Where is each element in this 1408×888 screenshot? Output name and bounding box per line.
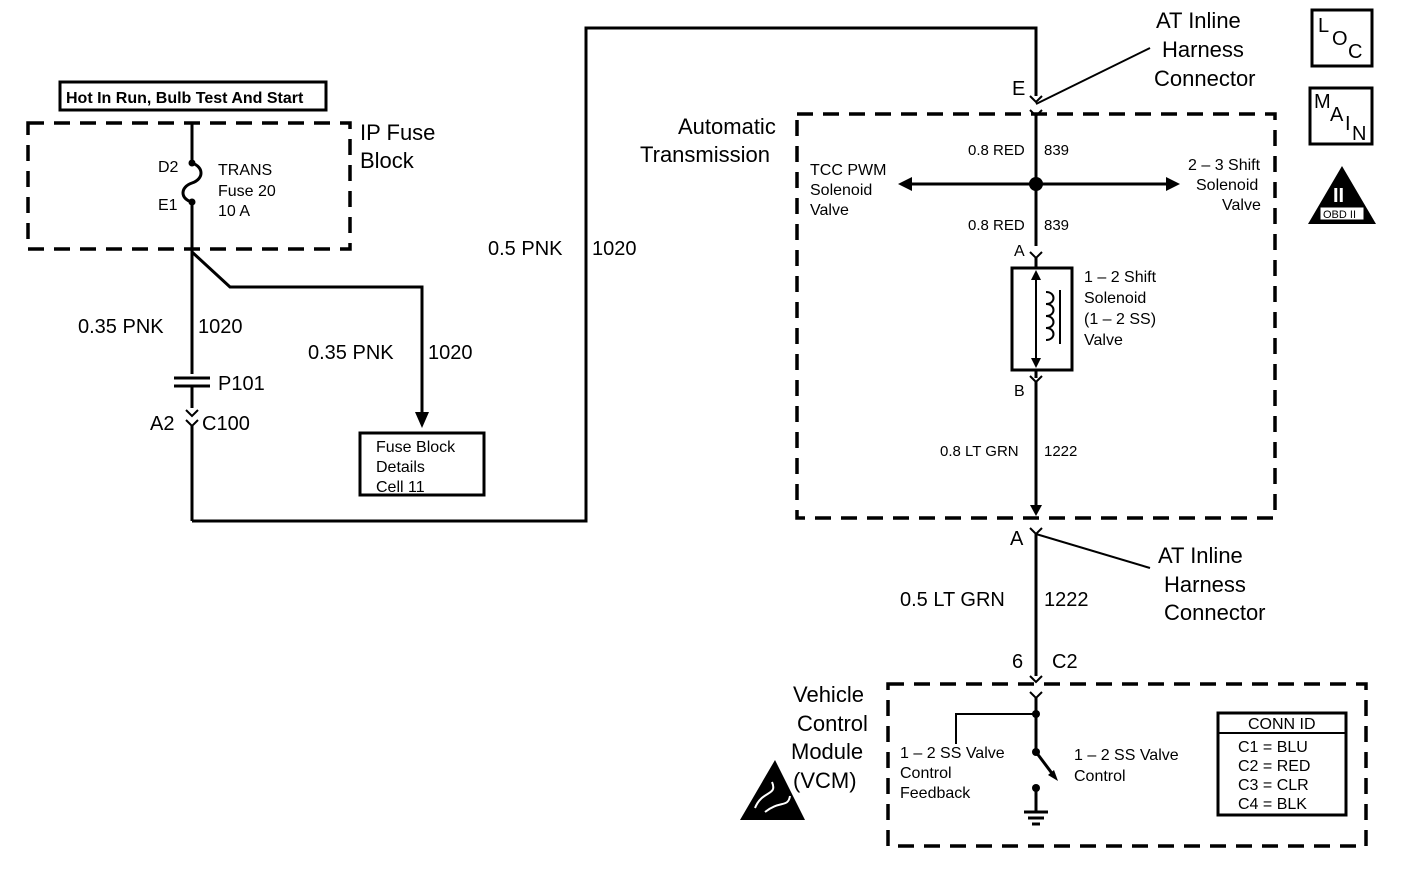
power-source-text: Hot In Run, Bulb Test And Start xyxy=(66,90,304,107)
conn-id-row: C1 = BLU xyxy=(1238,739,1308,756)
loc-icon-letter: L xyxy=(1318,15,1329,37)
wire-green-inner-size: 0.8 LT GRN xyxy=(940,443,1019,460)
splice-label: P101 xyxy=(218,373,265,395)
at-connector-bottom-pin: A xyxy=(1010,528,1024,550)
fuse-block-details-line1: Fuse Block xyxy=(376,439,456,456)
vcm-label-1: Vehicle xyxy=(793,682,864,707)
shift12-solenoid-symbol xyxy=(1010,251,1074,384)
wire-to-tcc-valve xyxy=(898,177,1036,191)
vcm-control-line2: Control xyxy=(1074,768,1126,785)
fuse-block-details-line2: Details xyxy=(376,459,425,476)
automatic-transmission-label-2: Transmission xyxy=(640,142,770,167)
shift23-valve-line3: Valve xyxy=(1222,197,1261,214)
fuse-rating: 10 A xyxy=(218,203,250,220)
connector-c2-name: C2 xyxy=(1052,651,1078,673)
vcm-label-3: Module xyxy=(791,739,863,764)
vcm-feedback-line2: Control xyxy=(900,765,952,782)
obd-ii-roman: II xyxy=(1333,185,1344,207)
fuse-block-details-box: Fuse Block Details Cell 11 xyxy=(358,431,486,497)
shift23-valve-line2: Solenoid xyxy=(1196,177,1258,194)
automatic-transmission-label-1: Automatic xyxy=(678,114,776,139)
automatic-transmission-outline xyxy=(795,112,1277,520)
loc-icon: L O C xyxy=(1310,8,1374,68)
fuse-number: Fuse 20 xyxy=(218,183,276,200)
wire-branch xyxy=(190,250,429,428)
shift12-valve-line4: Valve xyxy=(1084,332,1123,349)
wire-green-outer-size: 0.5 LT GRN xyxy=(900,589,1005,611)
connector-c100 xyxy=(185,409,199,521)
wire-left-main-size: 0.35 PNK xyxy=(78,316,164,338)
obd-ii-label: OBD II xyxy=(1323,209,1356,221)
at-connector-top-pin: E xyxy=(1012,78,1025,100)
wire-top-run xyxy=(192,26,1038,523)
fuse-pin-bottom: E1 xyxy=(158,197,178,214)
tcc-valve-line1: TCC PWM xyxy=(810,162,886,179)
at-connector-top-line1: AT Inline xyxy=(1156,8,1241,33)
loc-icon-letter: O xyxy=(1332,28,1348,50)
wire-red-lower-size: 0.8 RED xyxy=(968,217,1025,234)
wire-green-inner-circuit: 1222 xyxy=(1044,443,1077,460)
obd-ii-icon: II OBD II xyxy=(1308,166,1376,224)
wire-green-outer-circuit: 1222 xyxy=(1044,589,1089,611)
conn-id-row: C3 = CLR xyxy=(1238,777,1309,794)
power-source-label: Hot In Run, Bulb Test And Start xyxy=(58,80,328,112)
main-icon-letter: M xyxy=(1314,91,1331,113)
tcc-valve-line3: Valve xyxy=(810,202,849,219)
connector-c2-pin: 6 xyxy=(1012,651,1023,673)
fuse-name: TRANS xyxy=(218,162,272,179)
shift12-valve-line1: 1 – 2 Shift xyxy=(1084,269,1157,286)
vcm-control-line1: 1 – 2 SS Valve xyxy=(1074,747,1179,764)
tcc-valve-line2: Solenoid xyxy=(810,182,872,199)
at-connector-top-line3: Connector xyxy=(1154,66,1256,91)
ip-fuse-block-outline xyxy=(26,121,352,251)
vcm-outline xyxy=(886,682,1368,848)
vcm-label-2: Control xyxy=(797,711,868,736)
ip-fuse-block-label-2: Block xyxy=(360,148,415,173)
wire-red-upper-circuit: 839 xyxy=(1044,142,1069,159)
main-icon-letter: I xyxy=(1345,113,1351,135)
at-connector-bottom-line2: Harness xyxy=(1164,572,1246,597)
shift12-pin-bottom: B xyxy=(1014,383,1025,400)
loc-icon-letter: C xyxy=(1348,41,1362,63)
shift12-valve-line3: (1 – 2 SS) xyxy=(1084,311,1156,328)
shift12-valve-line2: Solenoid xyxy=(1084,290,1146,307)
main-icon-letter: A xyxy=(1330,104,1344,126)
conn-id-row: C2 = RED xyxy=(1238,758,1310,775)
fuse-block-details-line3: Cell 11 xyxy=(376,479,425,496)
wire-top-run-size: 0.5 PNK xyxy=(488,238,563,260)
connector-c100-name: C100 xyxy=(202,413,250,435)
wire-left-main-circuit: 1020 xyxy=(198,316,243,338)
main-icon-letter: N xyxy=(1352,123,1366,145)
wire-to-2-3-shift-valve xyxy=(1036,177,1180,191)
conn-id-row: C4 = BLK xyxy=(1238,796,1307,813)
at-connector-top xyxy=(1029,47,1151,118)
vcm-feedback-line3: Feedback xyxy=(900,785,971,802)
wire-red-lower-circuit: 839 xyxy=(1044,217,1069,234)
wire-branch-circuit: 1020 xyxy=(428,342,473,364)
wire-red-upper-size: 0.8 RED xyxy=(968,142,1025,159)
conn-id-table: CONN ID C1 = BLU C2 = RED C3 = CLR C4 = … xyxy=(1216,711,1348,817)
esd-warning-icon xyxy=(740,760,805,820)
vcm-internal-switch xyxy=(955,698,1058,826)
shift12-pin-top: A xyxy=(1014,243,1025,260)
fuse-pin-top: D2 xyxy=(158,159,179,176)
connector-c2 xyxy=(1029,675,1043,700)
connector-c100-pin: A2 xyxy=(150,413,174,435)
shift23-valve-line1: 2 – 3 Shift xyxy=(1188,157,1261,174)
wire-branch-size: 0.35 PNK xyxy=(308,342,394,364)
at-connector-top-line2: Harness xyxy=(1162,37,1244,62)
main-icon: M A I N xyxy=(1308,86,1374,146)
at-connector-bottom-line1: AT Inline xyxy=(1158,543,1243,568)
wire-top-run-circuit: 1020 xyxy=(592,238,637,260)
at-connector-bottom xyxy=(1029,527,1151,569)
ip-fuse-block-label-1: IP Fuse xyxy=(360,120,435,145)
vcm-feedback-line1: 1 – 2 SS Valve xyxy=(900,745,1005,762)
conn-id-title: CONN ID xyxy=(1248,716,1316,733)
at-connector-bottom-line3: Connector xyxy=(1164,600,1266,625)
vcm-label-4: (VCM) xyxy=(793,768,857,793)
splice-p101 xyxy=(174,376,210,408)
fuse-symbol xyxy=(181,123,203,252)
